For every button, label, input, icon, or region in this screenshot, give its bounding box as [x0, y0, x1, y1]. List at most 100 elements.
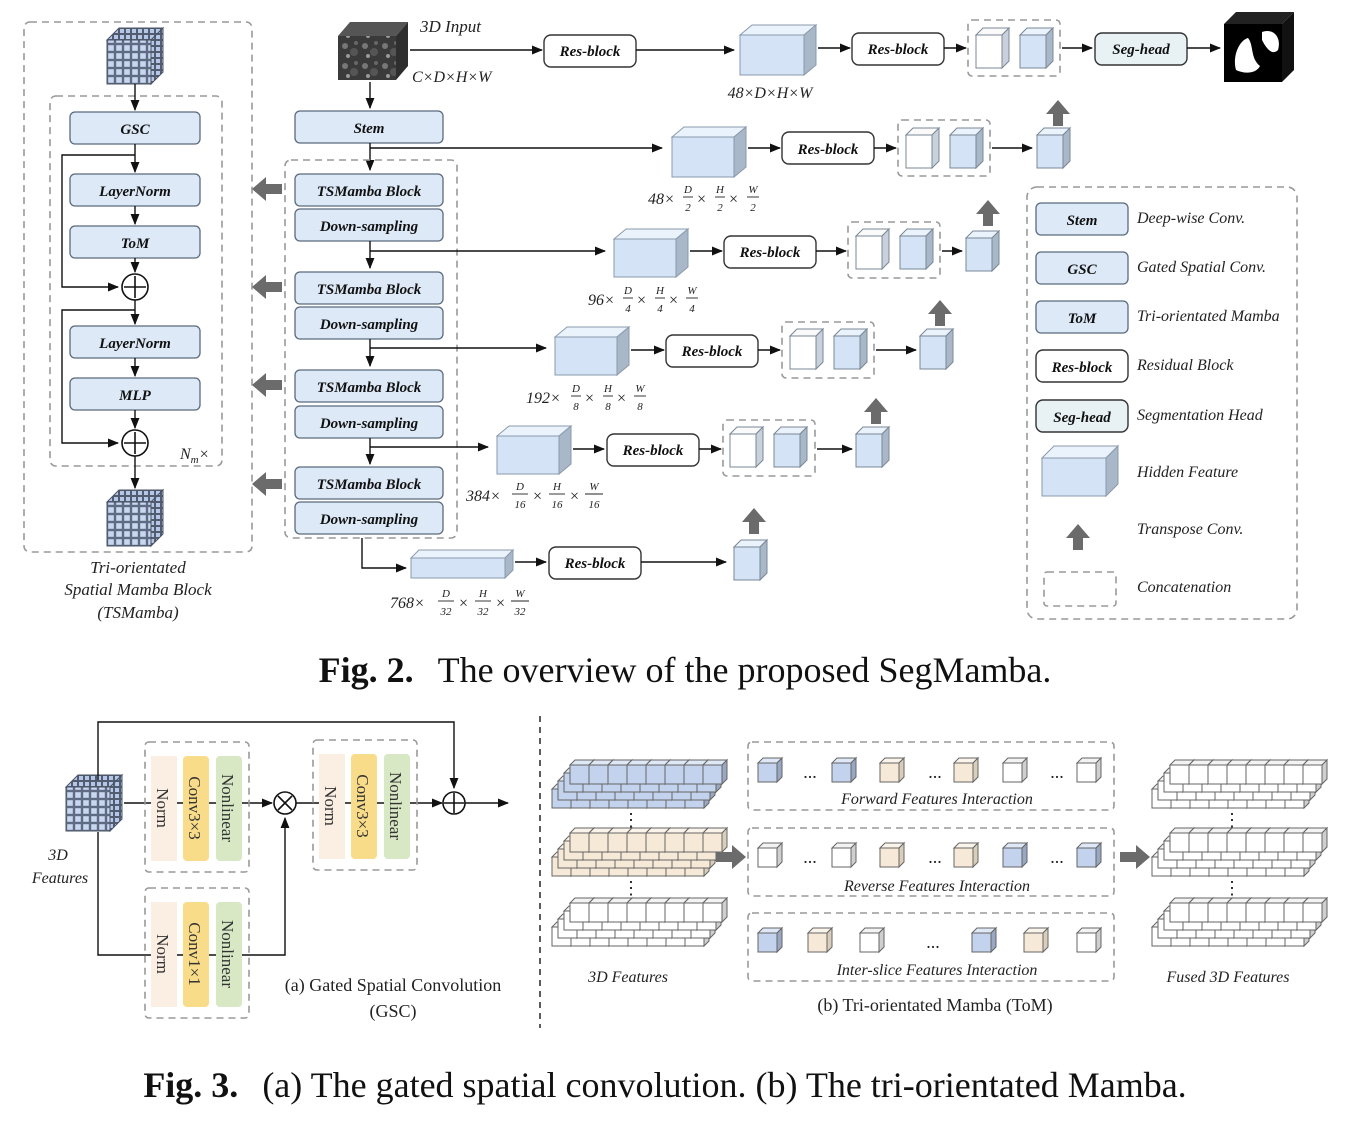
- svg-text:×: ×: [569, 488, 580, 505]
- down-sampling-label-4: Down-sampling: [319, 512, 419, 528]
- encoder-frame: [284, 159, 458, 539]
- vdots-right-1: ⋮: [1223, 810, 1241, 830]
- gsc-box: GSC: [69, 111, 201, 145]
- svg-text:16: 16: [589, 499, 601, 511]
- nonlinear-label-top: Nonlinear: [218, 774, 237, 842]
- svg-text:×: ×: [532, 488, 543, 505]
- legend-tom-key: ToM: [1068, 311, 1097, 327]
- legend-res-block-key: Res-block: [1051, 360, 1113, 376]
- svg-text:×: ×: [696, 191, 707, 208]
- svg-text:384×: 384×: [465, 488, 501, 505]
- nonlinear-label-right: Nonlinear: [386, 772, 405, 840]
- legend-seg-head-desc: Segmentation Head: [1137, 407, 1264, 424]
- svg-text:4: 4: [625, 303, 631, 315]
- norm-block-right: [319, 754, 345, 859]
- svg-text:H: H: [603, 383, 613, 395]
- add-icon-gsc: [442, 791, 466, 815]
- vdots-right-2: ⋮: [1223, 878, 1241, 898]
- nonlinear-block-right: [384, 754, 410, 859]
- svg-text:D: D: [441, 588, 450, 600]
- gsc-branch-right-frame: [312, 739, 418, 871]
- concat-row3: [781, 321, 875, 379]
- scale-label-2: 96× D 4 × H 4 × W 4: [588, 285, 698, 315]
- input-volume-icon: [338, 22, 408, 80]
- input-dims: C×D×H×W: [412, 69, 493, 86]
- vdots-left-1: ⋮: [622, 810, 640, 830]
- forward-label: Forward Features Interaction: [840, 791, 1033, 808]
- down-sampling-label-2: Down-sampling: [319, 317, 419, 333]
- encoder-stage-1: TSMamba Block Down-sampling: [294, 173, 444, 242]
- svg-text:8: 8: [637, 401, 643, 413]
- inter-slice-label: Inter-slice Features Interaction: [836, 962, 1038, 979]
- multiply-icon: [273, 791, 297, 815]
- scale-label-4: 384× D 16 × H 16 × W 16: [465, 481, 603, 511]
- tom-input-label: 3D Features: [587, 969, 668, 986]
- reverse-label: Reverse Features Interaction: [843, 878, 1030, 895]
- res-block-row3: Res-block: [665, 334, 759, 368]
- hidden-feature-row0: [738, 23, 818, 77]
- conv3-block-top: [183, 756, 209, 861]
- scale-label-3: 192× D 8 × H 8 × W 8: [526, 383, 646, 413]
- output-feature-stack-3: [1152, 898, 1327, 946]
- tsmamba-block-label-4: TSMamba Block: [317, 477, 422, 493]
- transpose-conv-icon-0: [1046, 100, 1070, 126]
- res-block-label-row0b: Res-block: [867, 42, 929, 58]
- tsmamba-caption-2: Spatial Mamba Block: [64, 580, 212, 599]
- conv1-label-bottom: Conv1×1: [185, 922, 204, 985]
- fig3-caption: Fig. 3.(a) The gated spatial convolution…: [143, 1065, 1186, 1105]
- tsmamba-block-label-1: TSMamba Block: [317, 184, 422, 200]
- svg-text:48×: 48×: [648, 191, 675, 208]
- legend-seg-head: Seg-head Segmentation Head: [1035, 399, 1264, 433]
- svg-text:×: ×: [668, 292, 679, 309]
- tom-output-arrow-icon: [1120, 845, 1150, 869]
- input-voxel-icon: [106, 27, 164, 85]
- input-feature-stack-white: [552, 898, 727, 946]
- legend-hidden-feature-desc: Hidden Feature: [1136, 464, 1238, 481]
- tsmamba-inner-frame: [49, 95, 223, 467]
- gsc-caption-1: (a) Gated Spatial Convolution: [285, 975, 501, 996]
- legend-tom: ToM Tri-orientated Mamba: [1035, 300, 1280, 334]
- svg-text:W: W: [748, 184, 758, 196]
- scale-label-1: 48× D 2 × H 2 × W 2: [648, 184, 759, 214]
- svg-text:D: D: [515, 481, 524, 493]
- fig2-caption: Fig. 2.The overview of the proposed SegM…: [319, 650, 1052, 690]
- res-block-label-row4: Res-block: [622, 443, 684, 459]
- svg-text:8: 8: [605, 401, 611, 413]
- hidden-feature-row2: [612, 227, 690, 279]
- res-block-row0b: Res-block: [851, 32, 945, 66]
- add-icon-1: [121, 273, 149, 301]
- legend-up-arrow-icon: [1066, 524, 1090, 550]
- svg-text:W: W: [635, 383, 645, 395]
- svg-text:96×: 96×: [588, 292, 615, 309]
- legend-stem-desc: Deep-wise Conv.: [1136, 210, 1245, 227]
- seg-head-box: Seg-head: [1094, 32, 1188, 66]
- svg-text:32: 32: [440, 606, 453, 618]
- legend-concatenation: Concatenation: [1043, 571, 1231, 607]
- svg-text:H: H: [715, 184, 725, 196]
- legend-tom-desc: Tri-orientated Mamba: [1137, 308, 1280, 325]
- svg-text:H: H: [655, 285, 665, 297]
- svg-text:2: 2: [750, 202, 756, 214]
- down-sampling-label-3: Down-sampling: [319, 416, 419, 432]
- legend-stem-key: Stem: [1067, 213, 1098, 229]
- svg-text:192×: 192×: [526, 390, 561, 407]
- gsc-input-label-2: Features: [31, 870, 88, 887]
- svg-text:H: H: [552, 481, 562, 493]
- svg-text:W: W: [515, 588, 525, 600]
- concat-row0: [967, 19, 1061, 77]
- svg-text:32: 32: [514, 606, 527, 618]
- scale-label-5: 768× D 32 × H 32 × W 32: [390, 588, 529, 618]
- vdots-left-2: ⋮: [622, 878, 640, 898]
- transpose-conv-icon-1: [976, 200, 1000, 226]
- forward-dots-1: ...: [803, 762, 817, 782]
- tsmamba-block-label-3: TSMamba Block: [317, 380, 422, 396]
- stem-box: Stem: [294, 110, 444, 144]
- tom-output-label: Fused 3D Features: [1166, 969, 1290, 986]
- expand-arrow-icon-2: [252, 275, 282, 299]
- hidden-feature-row4: [495, 424, 573, 476]
- svg-text:H: H: [478, 588, 488, 600]
- forward-dots-2: ...: [928, 762, 942, 782]
- legend-res-block: Res-block Residual Block: [1035, 349, 1234, 383]
- svg-text:4: 4: [689, 303, 695, 315]
- res-block-label-row5: Res-block: [564, 556, 626, 572]
